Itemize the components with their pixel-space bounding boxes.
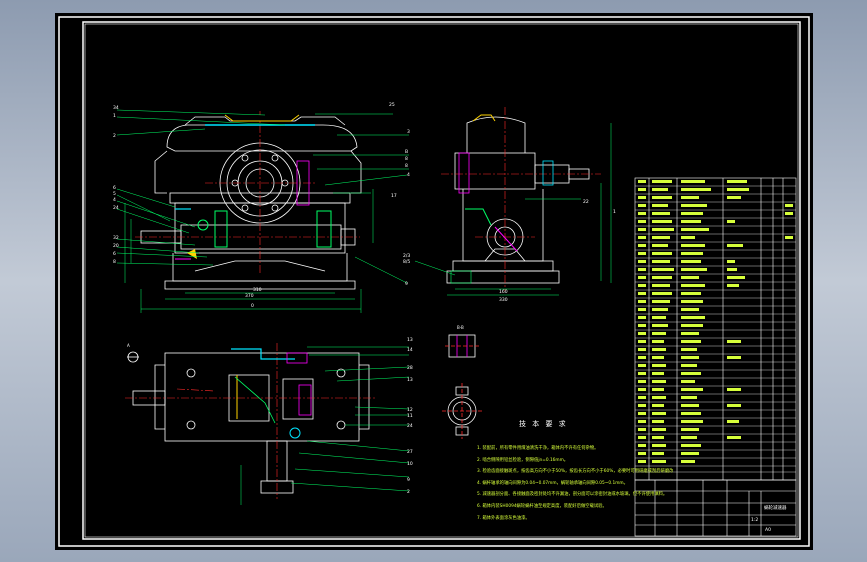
- front-dims: [124, 189, 374, 313]
- inner-frame-2: [84, 23, 799, 538]
- svg-text:25: 25: [389, 102, 395, 108]
- svg-text:8: 8: [405, 156, 408, 162]
- svg-text:32: 32: [113, 235, 119, 241]
- svg-text:9: 9: [407, 477, 410, 483]
- front-leaders: [116, 109, 409, 284]
- plan-leaders: [240, 346, 410, 505]
- title-block-sheet: A0: [765, 527, 771, 533]
- svg-text:11: 11: [407, 413, 413, 419]
- svg-text:17: 17: [391, 193, 397, 199]
- tech-note-3: 3. 检验齿面接触斑点，按齿高方向不小于50%，按齿长方向不小于60%，必要时可…: [477, 469, 673, 475]
- tech-note-2: 2. 啮合侧隙用铅丝检验，侧隙值jn=0.16mm。: [477, 457, 569, 463]
- title-block-ratio: 1:2: [751, 517, 758, 523]
- section-marker-a: [127, 351, 139, 363]
- svg-text:2: 2: [407, 489, 410, 495]
- svg-text:B-B: B-B: [457, 325, 464, 330]
- svg-text:8: 8: [113, 259, 116, 265]
- svg-text:13: 13: [407, 377, 413, 383]
- side-dim-text: 160 330 22 1 2/38/5: [403, 199, 616, 303]
- plan-centerlines: [125, 343, 375, 499]
- side-width-text: 160: [499, 289, 508, 295]
- tech-note-6: 6. 箱体内装SH0094蜗轮蜗杆油至规定高度，装配好后做空载试验。: [477, 503, 607, 509]
- svg-text:1: 1: [613, 209, 616, 215]
- front-centerlines: [135, 111, 360, 275]
- side-accents: [450, 114, 554, 284]
- svg-text:8/5: 8/5: [403, 259, 410, 265]
- svg-text:22: 22: [583, 199, 589, 205]
- section-view-2: [442, 383, 482, 439]
- tech-note-7: 7. 箱体外表面涂灰色油漆。: [477, 515, 530, 521]
- svg-text:5: 5: [113, 191, 116, 197]
- svg-text:9: 9: [405, 281, 408, 287]
- svg-text:2: 2: [113, 133, 116, 139]
- svg-text:13: 13: [407, 337, 413, 343]
- svg-text:24: 24: [113, 205, 119, 211]
- title-block-name: 蜗轮减速器: [764, 504, 787, 511]
- bom-rows: [635, 185, 796, 473]
- tech-note-5: 5. 减速器剖分面、各接触面及密封处均不许漏油，剖分面可以涂密封油或水玻璃，但不…: [477, 492, 668, 498]
- svg-text:4: 4: [113, 197, 116, 203]
- svg-text:6: 6: [113, 251, 116, 257]
- svg-text:370: 370: [245, 293, 254, 299]
- tech-notes: 1. 装配前，所有零件用煤油清洗干净，箱体内不许有任何杂物。 2. 啮合侧隙用铅…: [477, 443, 673, 524]
- side-centerlines: [441, 107, 601, 291]
- tech-note-1: 1. 装配前，所有零件用煤油清洗干净，箱体内不许有任何杂物。: [477, 446, 599, 451]
- title-block: [634, 479, 797, 537]
- svg-text:10: 10: [407, 461, 413, 467]
- svg-text:6: 6: [113, 185, 116, 191]
- plan-view: [132, 352, 370, 494]
- svg-text:28: 28: [407, 365, 413, 371]
- side-view: [446, 116, 590, 284]
- bom-table: [634, 177, 797, 481]
- front-view: [140, 116, 362, 290]
- svg-text:12: 12: [407, 407, 413, 413]
- inner-frame: [82, 21, 801, 540]
- section-view-1: [445, 334, 479, 358]
- svg-text:A: A: [127, 343, 130, 348]
- tech-note-4: 4. 蜗杆轴承的轴向间隙为0.04~0.07mm，蜗轮轴承轴向间隙0.05~0.…: [477, 480, 628, 486]
- plan-accents: [231, 348, 312, 439]
- svg-text:34: 34: [113, 105, 119, 111]
- svg-text:B: B: [405, 149, 408, 155]
- front-dim-text: 0 370 310: [245, 287, 262, 309]
- outer-frame: [58, 16, 810, 547]
- svg-text:330: 330: [499, 297, 508, 303]
- svg-text:14: 14: [407, 347, 413, 353]
- svg-text:4: 4: [407, 172, 410, 178]
- svg-text:8: 8: [405, 163, 408, 169]
- svg-text:310: 310: [253, 287, 262, 293]
- bom-text-marks: [638, 180, 793, 463]
- svg-text:27: 27: [407, 449, 413, 455]
- svg-text:20: 20: [113, 243, 119, 249]
- front-accents: [175, 114, 332, 260]
- title-block-text: 蜗轮减速器 1:2 A0: [751, 504, 787, 533]
- dim-width-text: 0: [251, 303, 254, 309]
- svg-text:24: 24: [407, 423, 413, 429]
- svg-text:2/3: 2/3: [403, 253, 410, 259]
- svg-text:1: 1: [113, 113, 116, 119]
- svg-text:3: 3: [407, 129, 410, 135]
- tech-requirements-title: 技 本 要 求: [519, 420, 568, 428]
- side-dims: [414, 123, 612, 296]
